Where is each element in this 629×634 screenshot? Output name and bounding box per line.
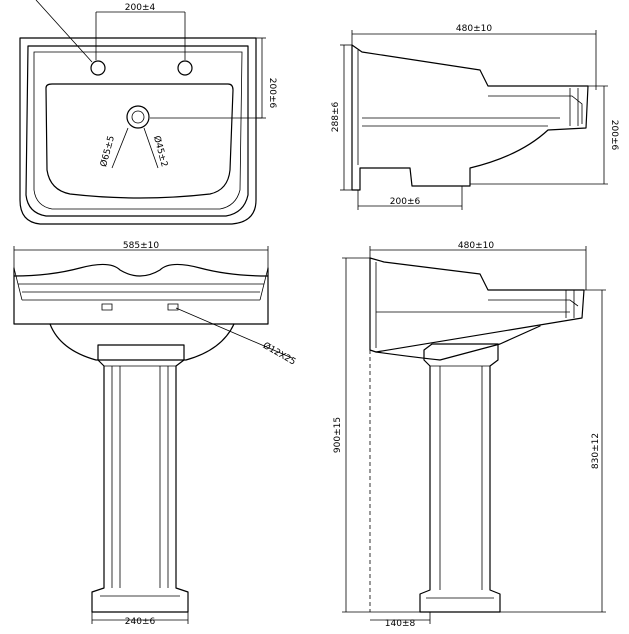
dim-side-pedestal-base: 140±8: [385, 619, 416, 629]
dim-side-top-base: 200±6: [390, 197, 421, 207]
dim-overflow: Ø12X25: [261, 340, 298, 368]
side-view-basin: 480±10 288±6 200±6 200±6: [331, 24, 619, 210]
dim-waste-inner: Ø45±2: [151, 135, 170, 169]
dim-side-full-height: 900±15: [333, 417, 343, 453]
top-view: 200±4 200±6 Ø65±5 Ø45±2: [19, 0, 277, 225]
dim-side-top-drop: 200±6: [609, 120, 619, 151]
dim-side-rim-height: 830±12: [591, 433, 601, 469]
front-view: 585±10 Ø12X25 240±6: [13, 241, 298, 627]
side-view-full: 480±10 900±15 830±12 140±8: [333, 241, 606, 629]
dim-pedestal-base: 240±6: [125, 617, 156, 627]
dim-front-width: 585±10: [123, 241, 159, 251]
dim-top-depth: 200±6: [267, 78, 277, 109]
dim-side-full-width: 480±10: [458, 241, 494, 251]
dim-side-top-height: 288±6: [331, 102, 341, 133]
dim-side-top-width: 480±10: [456, 24, 492, 34]
dim-tap-spacing: 200±4: [125, 3, 156, 13]
